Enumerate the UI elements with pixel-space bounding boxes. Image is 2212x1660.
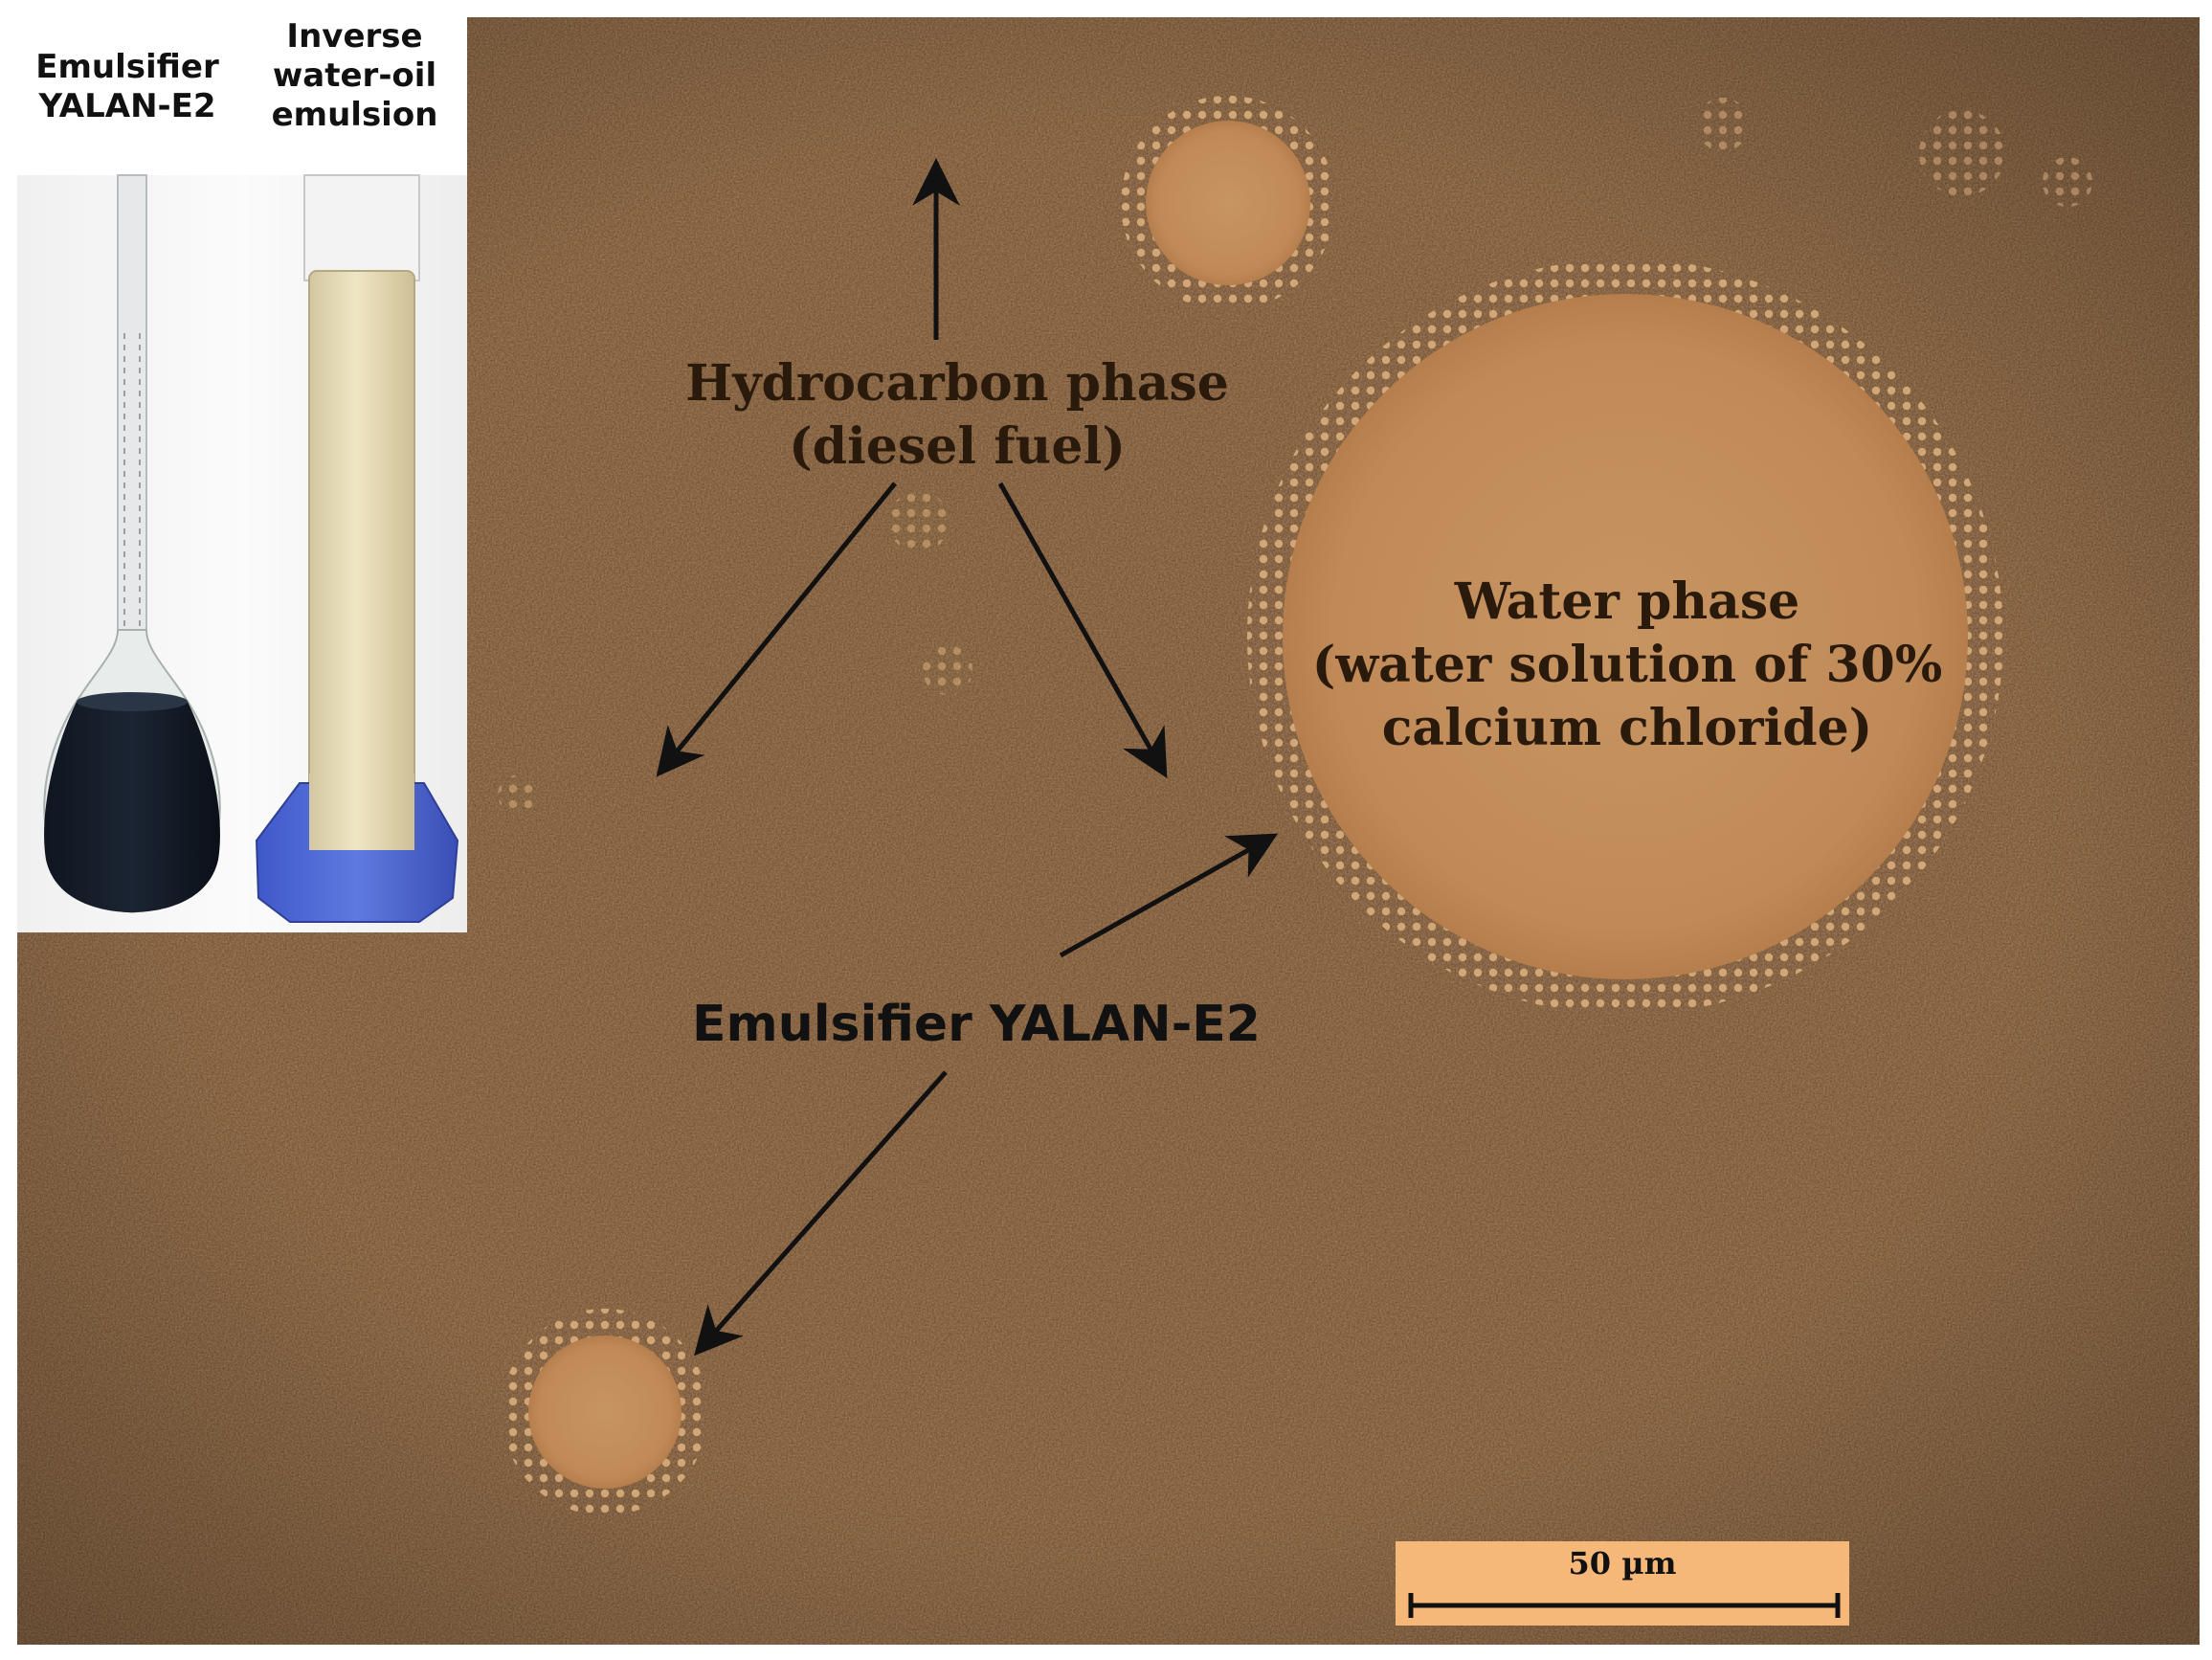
arrow-left-down <box>656 482 897 777</box>
inset-right-caption: Inverse water-oil emulsion <box>242 17 467 134</box>
inset-left-caption-line1: Emulsifier <box>35 48 219 86</box>
scale-bar <box>1396 1541 1849 1626</box>
arrow-to-large-droplet <box>1059 833 1279 958</box>
inset-right-caption-line1: Inverse <box>286 17 423 56</box>
inset-glassware <box>17 174 467 932</box>
inset-left-caption-line2: YALAN-E2 <box>38 86 216 125</box>
water-solution-label-line1: (water solution of 30% <box>1311 636 1943 694</box>
water-solution-label-line2: calcium chloride) <box>1381 699 1873 757</box>
inset-left-caption: Emulsifier YALAN-E2 <box>17 48 237 126</box>
hydrocarbon-phase-label: Hydrocarbon phase <box>685 354 1229 413</box>
water-droplet-large <box>1247 258 2003 1015</box>
inset-right-caption-line3: emulsion <box>271 95 438 134</box>
emulsifier-label: Emulsifier YALAN-E2 <box>692 996 1261 1053</box>
scale-bar-label: 50 µm <box>1568 1545 1677 1581</box>
arrow-right-down <box>997 482 1168 779</box>
flask <box>43 174 221 914</box>
arrow-to-small-droplet <box>694 1070 948 1357</box>
diesel-fuel-label: (diesel fuel) <box>789 417 1126 476</box>
inset-photo: Emulsifier YALAN-E2 Inverse water-oil em… <box>17 17 467 932</box>
inset-right-caption-line2: water-oil <box>272 56 437 95</box>
water-phase-label: Water phase <box>1454 572 1800 631</box>
water-droplet-bottom <box>502 1309 708 1515</box>
water-droplet-top <box>1121 96 1335 310</box>
graduated-cylinder <box>255 174 459 923</box>
